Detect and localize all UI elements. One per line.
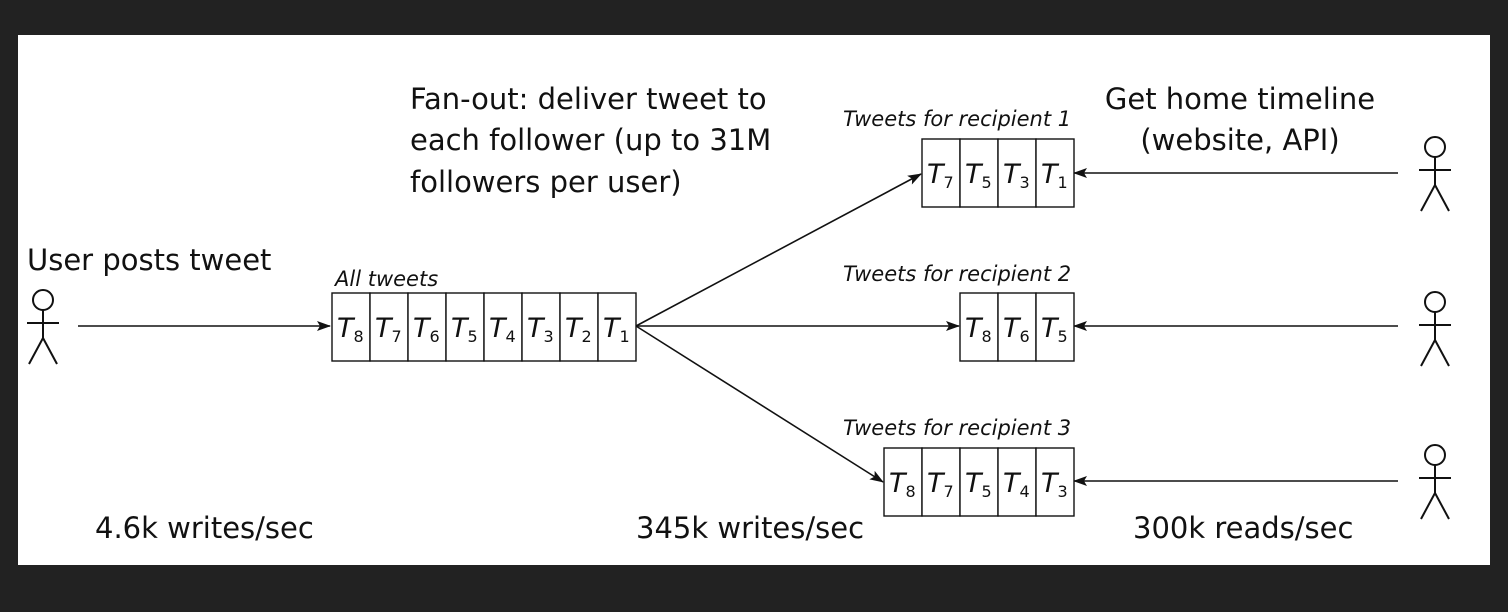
label-recipient-1: Tweets for recipient 1 [843, 107, 1072, 131]
diagram-panel [18, 35, 1490, 565]
label-recipient-3: Tweets for recipient 3 [843, 416, 1072, 440]
stick-figure-reader-1-icon [1419, 136, 1451, 212]
queue-all-tweets-cell: T7 [369, 292, 409, 362]
label-recipient-2: Tweets for recipient 2 [843, 262, 1072, 286]
queue-recipient-2-cell: T5 [1035, 292, 1075, 362]
arrow-fanout-recipient-3 [635, 325, 884, 483]
queue-all-tweets-cell: T6 [407, 292, 447, 362]
stick-figure-poster-icon [27, 289, 59, 365]
stick-figure-reader-3-icon [1419, 444, 1451, 520]
label-writes-fanout: 345k writes/sec [636, 511, 865, 545]
label-fanout-line-3: followers per user) [410, 165, 682, 199]
stick-figure-reader-2-icon [1419, 291, 1451, 367]
label-reads: 300k reads/sec [1133, 511, 1354, 545]
arrow-fanout-recipient-1 [635, 173, 922, 327]
label-timeline-line-2: (website, API) [1140, 123, 1340, 157]
queue-all-tweets-cell: T4 [483, 292, 523, 362]
queue-all-tweets-cell: T2 [559, 292, 599, 362]
queue-recipient-1-cell: T1 [1035, 138, 1075, 208]
queue-all-tweets-cell: T8 [331, 292, 371, 362]
label-timeline-line-1: Get home timeline [1104, 82, 1376, 116]
queue-all-tweets-cell: T3 [521, 292, 561, 362]
label-all-tweets: All tweets [335, 267, 439, 291]
queue-all-tweets-cell-label: T6 [413, 313, 440, 346]
queue-recipient-3-cell: T4 [997, 447, 1037, 517]
queue-recipient-1-cell: T5 [959, 138, 999, 208]
queue-all-tweets-cell: T1 [597, 292, 637, 362]
label-user-posts-tweet: User posts tweet [27, 243, 272, 277]
queue-recipient-1-cell: T3 [997, 138, 1037, 208]
queue-recipient-3-cell: T3 [1035, 447, 1075, 517]
queue-all-tweets-cell: T5 [445, 292, 485, 362]
queue-recipient-3-cell: T7 [921, 447, 961, 517]
queue-recipient-3-cell: T8 [883, 447, 923, 517]
queue-recipient-3-cell: T5 [959, 447, 999, 517]
label-fanout-line-1: Fan-out: deliver tweet to [410, 82, 767, 116]
queue-recipient-2-cell: T8 [959, 292, 999, 362]
queue-recipient-1-cell: T7 [921, 138, 961, 208]
label-writes-in: 4.6k writes/sec [95, 511, 314, 545]
label-fanout-line-2: each follower (up to 31M [410, 123, 772, 157]
queue-recipient-2-cell: T6 [997, 292, 1037, 362]
queue-all-tweets-cell-label: T4 [489, 313, 516, 346]
queue-recipient-1-cell-label: T5 [965, 159, 992, 192]
